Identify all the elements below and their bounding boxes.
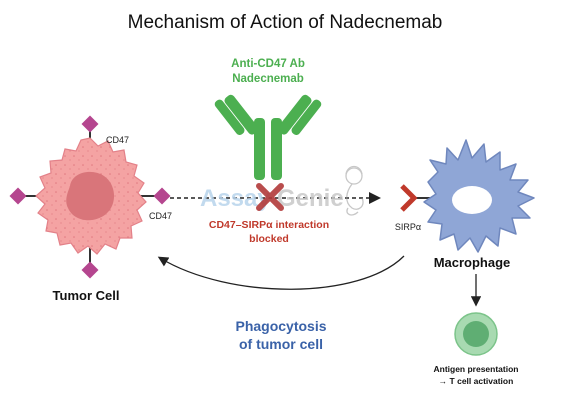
- tumor-cell-label: Tumor Cell: [53, 288, 120, 303]
- blocked-label-line1: CD47–SIRPα interaction: [209, 219, 329, 231]
- antibody-icon: [214, 94, 322, 180]
- page-title: Mechanism of Action of Nadecnemab: [128, 12, 443, 33]
- phagocytosis-label-line2: of tumor cell: [239, 336, 323, 352]
- macrophage-label: Macrophage: [434, 255, 511, 270]
- sirpa-label: SIRPα: [395, 222, 421, 232]
- blocked-label-line2: blocked: [249, 233, 289, 245]
- blocked-x-icon: [256, 183, 284, 211]
- antibody-label-line2: Nadecnemab: [232, 73, 304, 85]
- watermark-text-part2: Genie: [277, 185, 344, 212]
- watermark-genie-icon: [345, 165, 364, 216]
- cd47-label-right: CD47: [149, 211, 172, 221]
- t-cell-icon: [454, 312, 498, 356]
- antigen-label-line1: Antigen presentation: [433, 364, 518, 374]
- phagocytosis-arrow: [157, 255, 405, 290]
- antibody-label-line1: Anti-CD47 Ab: [231, 58, 305, 70]
- tumor-cell-icon: [9, 115, 171, 279]
- macrophage-icon: [400, 139, 535, 253]
- phagocytosis-label-line1: Phagocytosis: [235, 318, 326, 334]
- cd47-label-top: CD47: [106, 135, 129, 145]
- antigen-label-line2: → T cell activation: [439, 376, 514, 386]
